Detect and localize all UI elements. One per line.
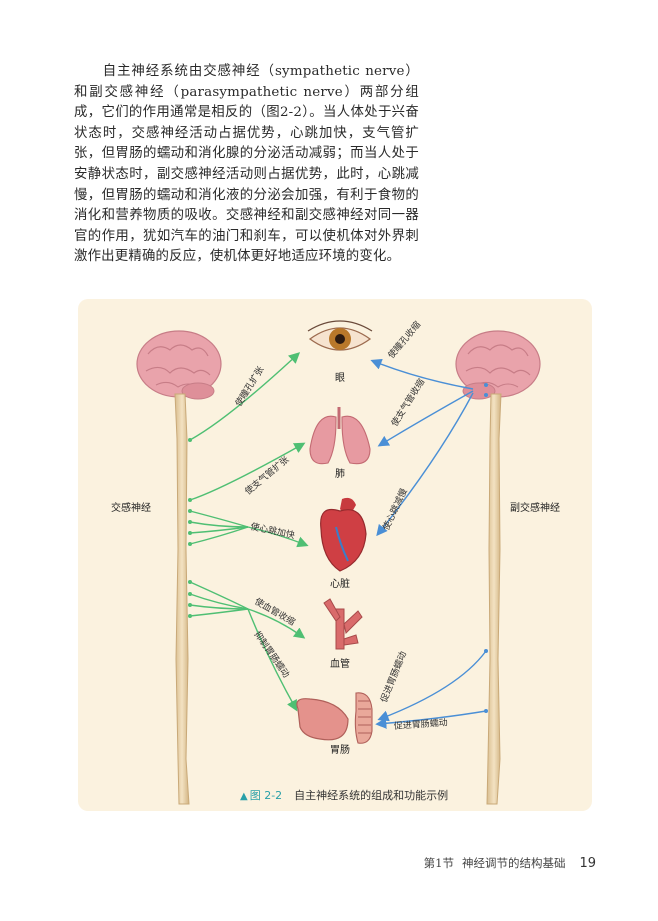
page-footer: 第1节神经调节的结构基础 19 <box>424 855 596 871</box>
sym-effect-heart: 使心跳加快 <box>249 520 296 541</box>
parasympathetic-nerve-dots <box>484 383 488 713</box>
parasympathetic-pathways <box>370 358 487 729</box>
sym-effect-gut: 抑制胃肠蠕动 <box>252 629 293 680</box>
sym-effect-bronchi: 使支气管扩张 <box>242 453 291 497</box>
left-brain-icon <box>136 330 222 400</box>
footer-section: 第1节 <box>423 856 454 870</box>
autonomic-nervous-system-figure: 眼 肺 心脏 血管 胃肠 交感神经 副交感神经 使瞳孔扩张 使支气管扩张 使心跳… <box>111 319 560 805</box>
footer-title: 神经调节的结构基础 <box>461 856 566 870</box>
organ-label-heart: 心脏 <box>330 577 350 590</box>
lungs-icon <box>309 407 371 465</box>
organ-label-vessel: 血管 <box>330 657 350 670</box>
label-parasympathetic: 副交感神经 <box>510 501 560 514</box>
sympathetic-pathways <box>189 352 309 712</box>
paragraph-text: 自主神经系统由交感神经（sympathetic nerve）和副交感神经（par… <box>74 64 419 265</box>
caption-triangle-icon: ▲ <box>240 791 248 802</box>
sympathetic-nerve-dots <box>188 438 192 618</box>
stomach-intestine-icon <box>296 692 373 744</box>
para-effect-gut-lower: 促进胃肠蠕动 <box>393 716 448 732</box>
para-effect-heart: 使心跳减慢 <box>380 486 410 532</box>
caption-number: 图 2-2 <box>249 789 283 802</box>
page-number: 19 <box>579 856 596 871</box>
organ-label-gut: 胃肠 <box>330 744 350 756</box>
label-sympathetic: 交感神经 <box>111 501 151 514</box>
right-spinal-cord <box>486 393 502 805</box>
caption-text: 自主神经系统的组成和功能示例 <box>294 789 449 802</box>
eye-icon <box>307 320 373 351</box>
sym-effect-vessel: 使血管收缩 <box>253 595 298 628</box>
para-effect-gut-upper: 促进胃肠蠕动 <box>378 650 409 705</box>
organ-label-lung: 肺 <box>335 468 345 480</box>
left-spinal-cord <box>174 393 190 805</box>
figure-caption: ▲图 2-2 自主神经系统的组成和功能示例 <box>240 787 448 803</box>
organ-label-eye: 眼 <box>335 372 345 384</box>
body-paragraph: 自主神经系统由交感神经（sympathetic nerve）和副交感神经（par… <box>74 62 419 268</box>
para-effect-pupil: 使瞳孔收缩 <box>385 319 423 361</box>
heart-icon <box>320 497 367 572</box>
blood-vessel-icon <box>323 598 363 650</box>
